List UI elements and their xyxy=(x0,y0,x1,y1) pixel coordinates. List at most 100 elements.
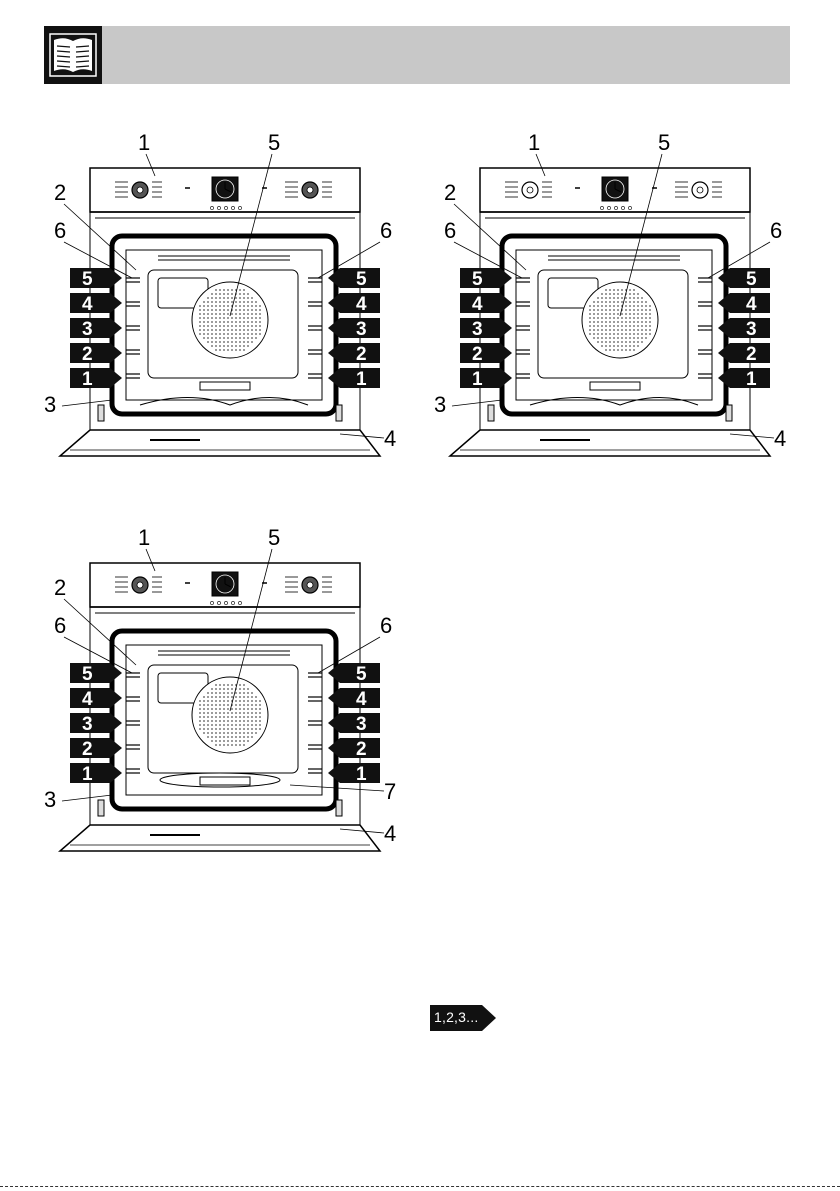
grille-hole xyxy=(247,317,249,319)
grille-hole xyxy=(605,345,607,347)
grille-hole xyxy=(609,321,611,323)
grille-hole xyxy=(203,708,205,710)
grille-hole xyxy=(247,696,249,698)
grille-hole xyxy=(255,724,257,726)
grille-hole xyxy=(203,700,205,702)
grille-hole xyxy=(243,704,245,706)
grille-hole xyxy=(605,289,607,291)
grille-hole xyxy=(235,337,237,339)
grille-hole xyxy=(215,297,217,299)
grille-hole xyxy=(247,688,249,690)
grille-hole xyxy=(629,329,631,331)
callout-4: 4 xyxy=(384,821,396,846)
grille-hole xyxy=(239,341,241,343)
grille-hole xyxy=(223,696,225,698)
oven-door xyxy=(60,430,380,456)
grille-hole xyxy=(239,317,241,319)
grille-hole xyxy=(255,337,257,339)
reference-tag-label: 1,2,3... xyxy=(434,1009,478,1025)
grille-hole xyxy=(617,325,619,327)
grille-hole xyxy=(243,309,245,311)
grille-hole xyxy=(605,341,607,343)
grille-hole xyxy=(219,333,221,335)
grille-hole xyxy=(211,740,213,742)
timer-button xyxy=(621,206,624,209)
grille-hole xyxy=(609,313,611,315)
grille-hole xyxy=(601,337,603,339)
grille-hole xyxy=(203,724,205,726)
bottom-vent xyxy=(200,382,250,390)
grille-hole xyxy=(247,313,249,315)
grille-hole xyxy=(223,740,225,742)
grille-hole xyxy=(203,720,205,722)
oven-drawing: 554433221115266347 xyxy=(40,515,400,875)
grille-hole xyxy=(219,700,221,702)
grille-hole xyxy=(255,704,257,706)
grille-hole xyxy=(227,712,229,714)
grille-hole xyxy=(243,744,245,746)
grille-hole xyxy=(593,337,595,339)
door-hinge-right xyxy=(336,405,342,421)
grille-hole xyxy=(211,716,213,718)
callout-1: 1 xyxy=(528,130,540,155)
grille-hole xyxy=(203,696,205,698)
grille-hole xyxy=(259,325,261,327)
grille-hole xyxy=(637,317,639,319)
grille-hole xyxy=(231,341,233,343)
grille-hole xyxy=(633,317,635,319)
grille-hole xyxy=(243,317,245,319)
grille-hole xyxy=(593,313,595,315)
grille-hole xyxy=(633,297,635,299)
grille-hole xyxy=(211,337,213,339)
grille-hole xyxy=(239,732,241,734)
grille-hole xyxy=(231,744,233,746)
grille-hole xyxy=(251,337,253,339)
grille-hole xyxy=(219,305,221,307)
grille-hole xyxy=(633,293,635,295)
grille-hole xyxy=(645,313,647,315)
grille-hole xyxy=(231,684,233,686)
bottom-element xyxy=(530,398,698,406)
grille-hole xyxy=(605,337,607,339)
grille-hole xyxy=(255,700,257,702)
grille-hole xyxy=(633,301,635,303)
grille-hole xyxy=(629,341,631,343)
grille-hole xyxy=(223,688,225,690)
grille-hole xyxy=(199,329,201,331)
grille-hole xyxy=(215,289,217,291)
grille-hole xyxy=(215,317,217,319)
grille-hole xyxy=(593,317,595,319)
grille-hole xyxy=(223,349,225,351)
grille-hole xyxy=(227,684,229,686)
grille-hole xyxy=(251,716,253,718)
grille-hole xyxy=(211,704,213,706)
grille-hole xyxy=(219,349,221,351)
grille-hole xyxy=(239,696,241,698)
grille-hole xyxy=(227,345,229,347)
grille-hole xyxy=(629,345,631,347)
grille-hole xyxy=(613,297,615,299)
grille-hole xyxy=(649,309,651,311)
grille-hole xyxy=(649,317,651,319)
grille-hole xyxy=(207,341,209,343)
grille-hole xyxy=(227,297,229,299)
grille-hole xyxy=(247,720,249,722)
left-knob-center xyxy=(137,582,143,588)
grille-hole xyxy=(645,305,647,307)
grille-hole xyxy=(247,329,249,331)
grille-hole xyxy=(203,337,205,339)
grille-hole xyxy=(629,297,631,299)
grille-hole xyxy=(239,720,241,722)
grille-hole xyxy=(207,736,209,738)
grille-hole xyxy=(649,325,651,327)
grille-hole xyxy=(239,309,241,311)
grille-hole xyxy=(625,305,627,307)
grille-hole xyxy=(227,708,229,710)
grille-hole xyxy=(211,708,213,710)
shelf-level-label: 4 xyxy=(746,294,757,315)
grille-hole xyxy=(641,305,643,307)
grille-hole xyxy=(235,321,237,323)
grille-hole xyxy=(227,700,229,702)
grille-hole xyxy=(609,293,611,295)
grille-hole xyxy=(625,301,627,303)
